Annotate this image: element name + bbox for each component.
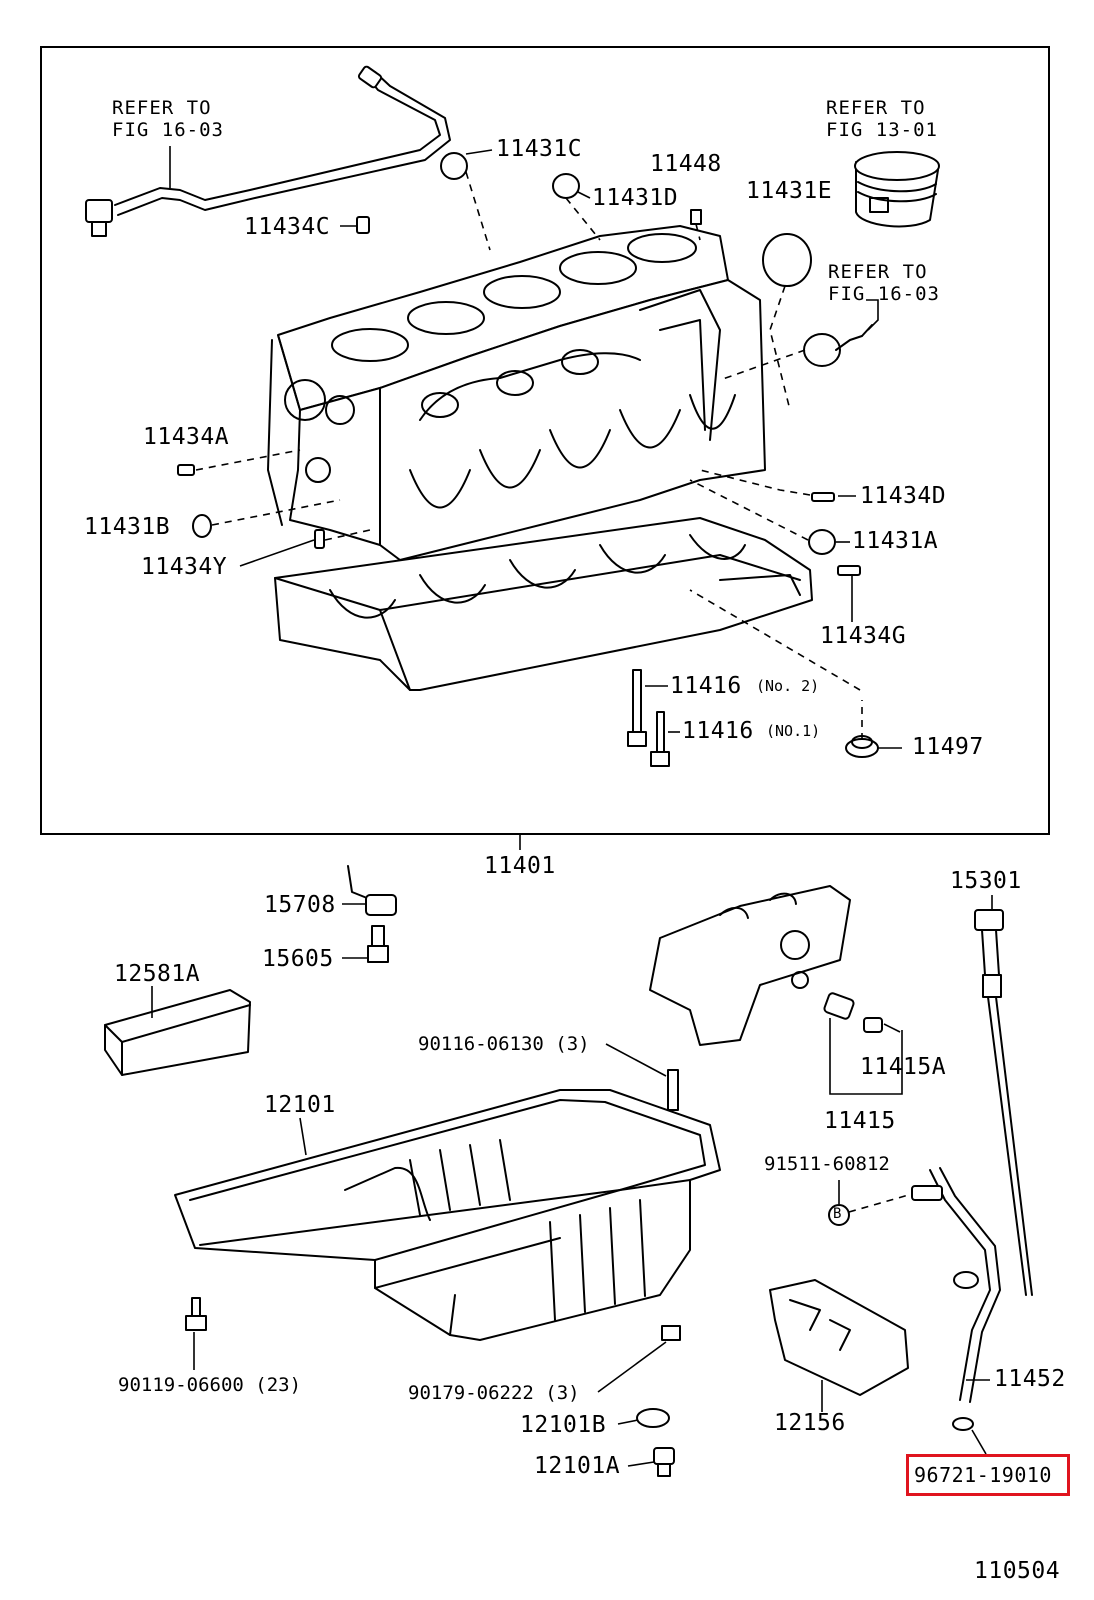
part-label-12101A[interactable]: 12101A [534,1453,621,1479]
part-label-12101B[interactable]: 12101B [520,1412,607,1438]
part-label-11416-no1[interactable]: 11416 [682,718,754,744]
leader-lines-upper [169,146,902,850]
bolt-B-symbol [828,1204,850,1226]
part-label-11434A[interactable]: 11434A [143,424,230,450]
part-label-11415[interactable]: 11415 [824,1108,896,1134]
part-note-11416-no2: (No. 2) [756,677,820,695]
oil-dipstick-drawing [974,909,1033,1296]
assembly-lines-upper [195,171,863,740]
stiffener-plate-12581A [104,989,251,1076]
part-label-11431B[interactable]: 11431B [84,514,171,540]
pin-11434D [811,492,835,502]
ring-11431B [192,514,212,538]
highlight-box [906,1454,1070,1496]
part-label-11416-no2[interactable]: 11416 [670,673,742,699]
plug-11431E [762,233,812,287]
relief-valve-11415 [823,992,883,1033]
lower-crankcase-drawing [274,517,813,691]
bolt-11416-no1 [650,711,670,767]
oil-pan-drawing [174,1089,721,1341]
bolt-90119 [185,1297,207,1331]
part-label-90119-06600[interactable]: 90119-06600 (23) [118,1374,302,1396]
part-label-11452[interactable]: 11452 [994,1366,1066,1392]
pin-11434Y [314,529,325,549]
part-label-11434D[interactable]: 11434D [860,483,947,509]
pin-11448 [690,209,702,225]
pin-11434A [177,464,195,476]
part-label-12101[interactable]: 12101 [264,1092,336,1118]
gasket-12101B [636,1408,670,1428]
baffle-plate-12156 [769,1279,909,1396]
refer-fig-16-03-label-a[interactable]: REFER TO FIG 16-03 [112,97,224,141]
bolt-90179 [661,1325,681,1341]
part-note-11416-no1: (NO.1) [766,722,821,740]
part-label-91511-60812[interactable]: 91511-60812 [764,1153,890,1175]
oil-guide-tube-drawing [85,65,451,237]
part-label-15605[interactable]: 15605 [262,946,334,972]
oil-pressure-switch-15605 [367,925,389,963]
part-label-11431D[interactable]: 11431D [592,185,679,211]
leader-lines-lower [151,895,993,1467]
part-label-11434C[interactable]: 11434C [244,214,331,240]
o-ring-96721 [952,1417,974,1431]
refer-fig-16-03-label-b[interactable]: REFER TO FIG 16-03 [828,261,940,305]
part-label-12156[interactable]: 12156 [774,1410,846,1436]
part-label-11497[interactable]: 11497 [912,734,984,760]
part-label-11431C[interactable]: 11431C [496,136,583,162]
part-label-90179-06222[interactable]: 90179-06222 (3) [408,1382,580,1404]
part-label-11431E[interactable]: 11431E [746,178,833,204]
refer-fig-13-01-label[interactable]: REFER TO FIG 13-01 [826,97,938,141]
bolt-11416-no2 [627,669,647,747]
cylinder-block-drawing [267,225,766,561]
plug-11431D [552,173,580,199]
figure-id-label: 110504 [974,1558,1061,1584]
leader-11415 [829,1018,903,1095]
gauge-guide-11452 [911,1167,1001,1403]
part-label-90116-06130[interactable]: 90116-06130 (3) [418,1033,590,1055]
bolt-mark-b: B [833,1206,842,1222]
part-label-11415A[interactable]: 11415A [860,1054,947,1080]
drain-plug-12101A [653,1447,675,1477]
part-label-11434G[interactable]: 11434G [820,623,907,649]
oil-level-sensor-15708 [347,865,397,916]
part-label-11448[interactable]: 11448 [650,151,722,177]
part-label-11431A[interactable]: 11431A [852,528,939,554]
cylinder-block-frame [40,46,1050,835]
part-label-15708[interactable]: 15708 [264,892,336,918]
stud-90116 [667,1069,679,1111]
part-label-15301[interactable]: 15301 [950,868,1022,894]
part-label-11434Y[interactable]: 11434Y [141,554,228,580]
piston-drawing [854,151,940,228]
oil-pump-housing-drawing [649,885,851,1046]
part-label-12581A[interactable]: 12581A [114,961,201,987]
plug-11431C [440,152,468,180]
part-label-11401[interactable]: 11401 [484,853,556,879]
knock-sensor-drawing [803,324,873,367]
pin-11434G [837,565,861,576]
part-label-96721-19010[interactable]: 96721-19010 [914,1463,1052,1487]
pin-11434C [356,216,370,234]
seal-11431A [808,529,836,555]
